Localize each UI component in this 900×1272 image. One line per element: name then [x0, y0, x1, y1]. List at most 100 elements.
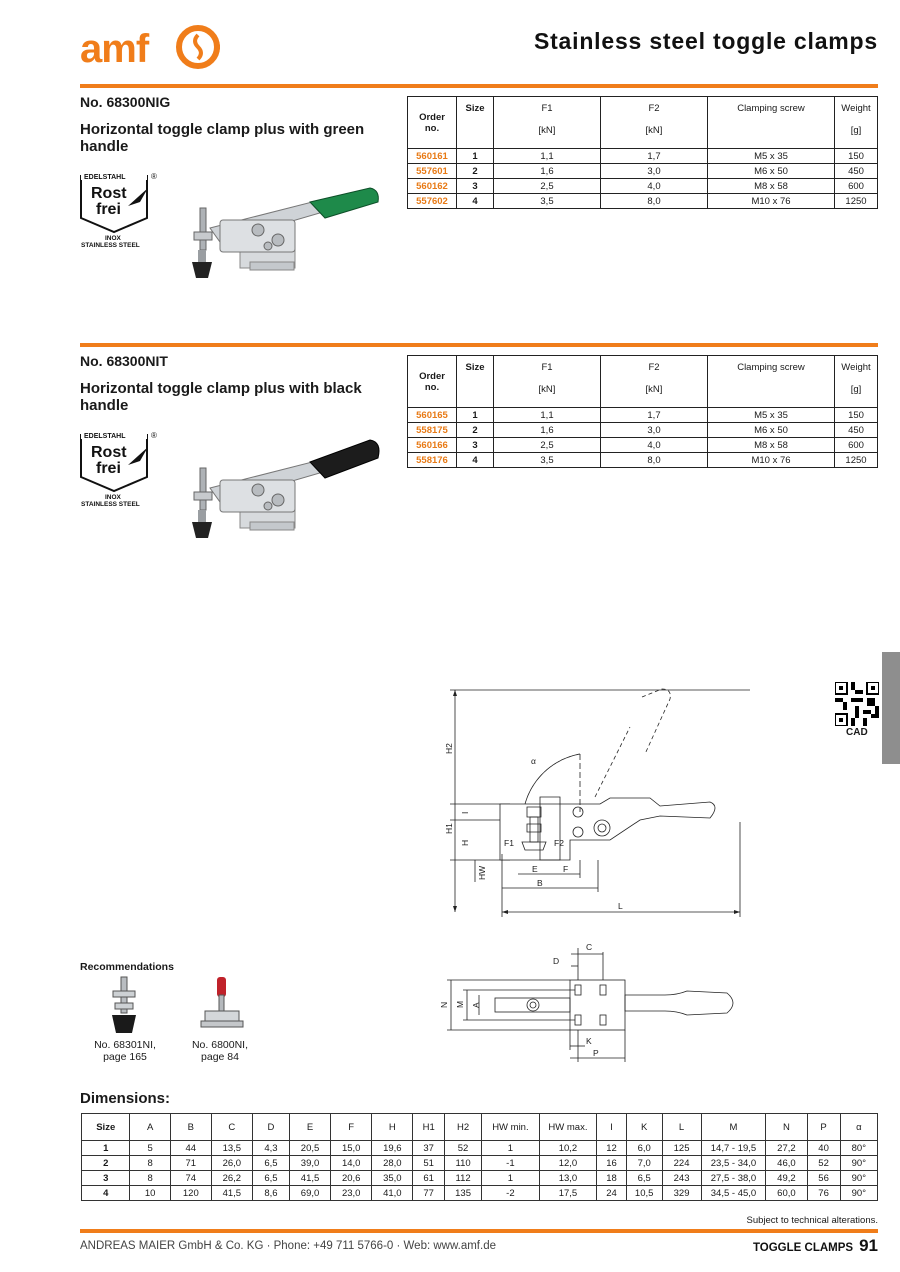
table-cell: 8 [129, 1155, 171, 1171]
label-d: D [553, 956, 559, 966]
col-size: Size [456, 355, 494, 408]
col-order: Order no. [407, 355, 457, 408]
table-cell: 26,0 [210, 1155, 253, 1171]
col-weight: Weight[g] [834, 355, 878, 408]
table-cell: 24 [596, 1185, 627, 1201]
table-cell: 19,6 [371, 1140, 414, 1156]
spec-table-green: Order no. Size F1[kN] F2[kN] Clamping sc… [407, 96, 878, 209]
label-l: L [618, 901, 623, 911]
table-cell: 56 [806, 1170, 841, 1186]
label-h: H [460, 840, 470, 846]
label-f: F [563, 864, 568, 874]
col-size: Size [456, 96, 494, 149]
table-cell: 135 [443, 1185, 483, 1201]
table-cell: 329 [661, 1185, 702, 1201]
section-divider [80, 84, 878, 88]
amf-logo: amf [80, 25, 220, 71]
dimensions-table: Size A B C D E F H H1 H2 HW min. HW max.… [80, 1113, 879, 1201]
svg-text:amf: amf [80, 27, 150, 71]
label-e: E [532, 864, 538, 874]
label-a: A [471, 1002, 481, 1008]
table-cell: 74 [169, 1170, 212, 1186]
label-n: N [439, 1002, 449, 1008]
rec-caption: No. 68301NI, page 165 [94, 1039, 156, 1063]
table-cell: 49,2 [765, 1170, 808, 1186]
table-cell: 41,5 [210, 1185, 253, 1201]
table-cell: 90° [839, 1185, 879, 1201]
table-cell: 1 [80, 1140, 131, 1156]
table-cell: 52 [443, 1140, 483, 1156]
svg-text:INOX: INOX [105, 494, 122, 501]
table-cell: 90° [839, 1170, 879, 1186]
table-cell: 13,5 [210, 1140, 253, 1156]
table-cell: 6,5 [251, 1170, 290, 1186]
table-cell: 2 [80, 1155, 131, 1171]
table-cell: 61 [412, 1170, 445, 1186]
table-cell: 23,0 [330, 1185, 373, 1201]
label-k: K [586, 1036, 592, 1046]
table-cell: 243 [661, 1170, 702, 1186]
page-title: Stainless steel toggle clamps [533, 28, 878, 54]
col-screw: Clamping screw [707, 96, 835, 149]
table-cell: 10 [129, 1185, 171, 1201]
svg-text:INOX: INOX [105, 235, 122, 242]
col-screw: Clamping screw [707, 355, 835, 408]
table-cell: 80° [839, 1140, 879, 1156]
footer-company: ANDREAS MAIER GmbH & Co. KG · Phone: +49… [80, 1240, 496, 1252]
table-cell: 17,5 [538, 1185, 598, 1201]
table-cell: 76 [806, 1185, 841, 1201]
table-cell: -2 [481, 1185, 540, 1201]
table-cell: 10,5 [625, 1185, 663, 1201]
svg-text:frei: frei [96, 201, 121, 218]
table-cell: 8,6 [251, 1185, 290, 1201]
product-number: No. 68300NIT [80, 353, 168, 369]
label-h2: H2 [444, 743, 454, 754]
table-cell: 4 [80, 1185, 131, 1201]
table-cell: 69,0 [288, 1185, 332, 1201]
label-i: I [460, 812, 470, 814]
table-cell: 39,0 [288, 1155, 332, 1171]
table-cell: 7,0 [625, 1155, 663, 1171]
table-cell: 6,0 [625, 1140, 663, 1156]
cad-label: CAD [846, 727, 868, 738]
qr-code-icon[interactable] [835, 682, 879, 726]
table-cell: 12,0 [538, 1155, 598, 1171]
recommendations-title: Recommendations [80, 961, 174, 973]
svg-text:EDELSTAHL: EDELSTAHL [84, 433, 126, 440]
label-hw: HW [477, 866, 487, 880]
table-cell: 16 [596, 1155, 627, 1171]
table-cell: 27,2 [765, 1140, 808, 1156]
col-weight: Weight[g] [834, 96, 878, 149]
label-c: C [586, 942, 592, 952]
svg-text:STAINLESS STEEL: STAINLESS STEEL [81, 242, 140, 249]
col-f1: F1[kN] [493, 355, 601, 408]
table-cell: 46,0 [765, 1155, 808, 1171]
label-p: P [593, 1048, 599, 1058]
table-cell: 28,0 [371, 1155, 414, 1171]
page-number: 91 [859, 1236, 878, 1255]
col-f2: F2[kN] [600, 96, 708, 149]
table-cell: 77 [412, 1185, 445, 1201]
svg-text:frei: frei [96, 460, 121, 477]
col-f1: F1[kN] [493, 96, 601, 149]
rostfrei-badge: EDELSTAHL ® Rost frei INOX STAINLESS STE… [80, 170, 170, 250]
table-cell: 18 [596, 1170, 627, 1186]
table-cell: 34,5 - 45,0 [700, 1185, 767, 1201]
rec-caption: No. 6800NI, page 84 [191, 1039, 249, 1063]
table-cell: 52 [806, 1155, 841, 1171]
label-f2: F2 [554, 838, 564, 848]
table-cell: 5 [129, 1140, 171, 1156]
table-cell: 4,3 [251, 1140, 290, 1156]
table-cell: 60,0 [765, 1185, 808, 1201]
table-cell: 125 [661, 1140, 702, 1156]
table-cell: 44 [169, 1140, 212, 1156]
side-view-drawing: H2 I H1 H HW F1 F2 E F B L α [444, 688, 750, 917]
label-b: B [537, 878, 543, 888]
